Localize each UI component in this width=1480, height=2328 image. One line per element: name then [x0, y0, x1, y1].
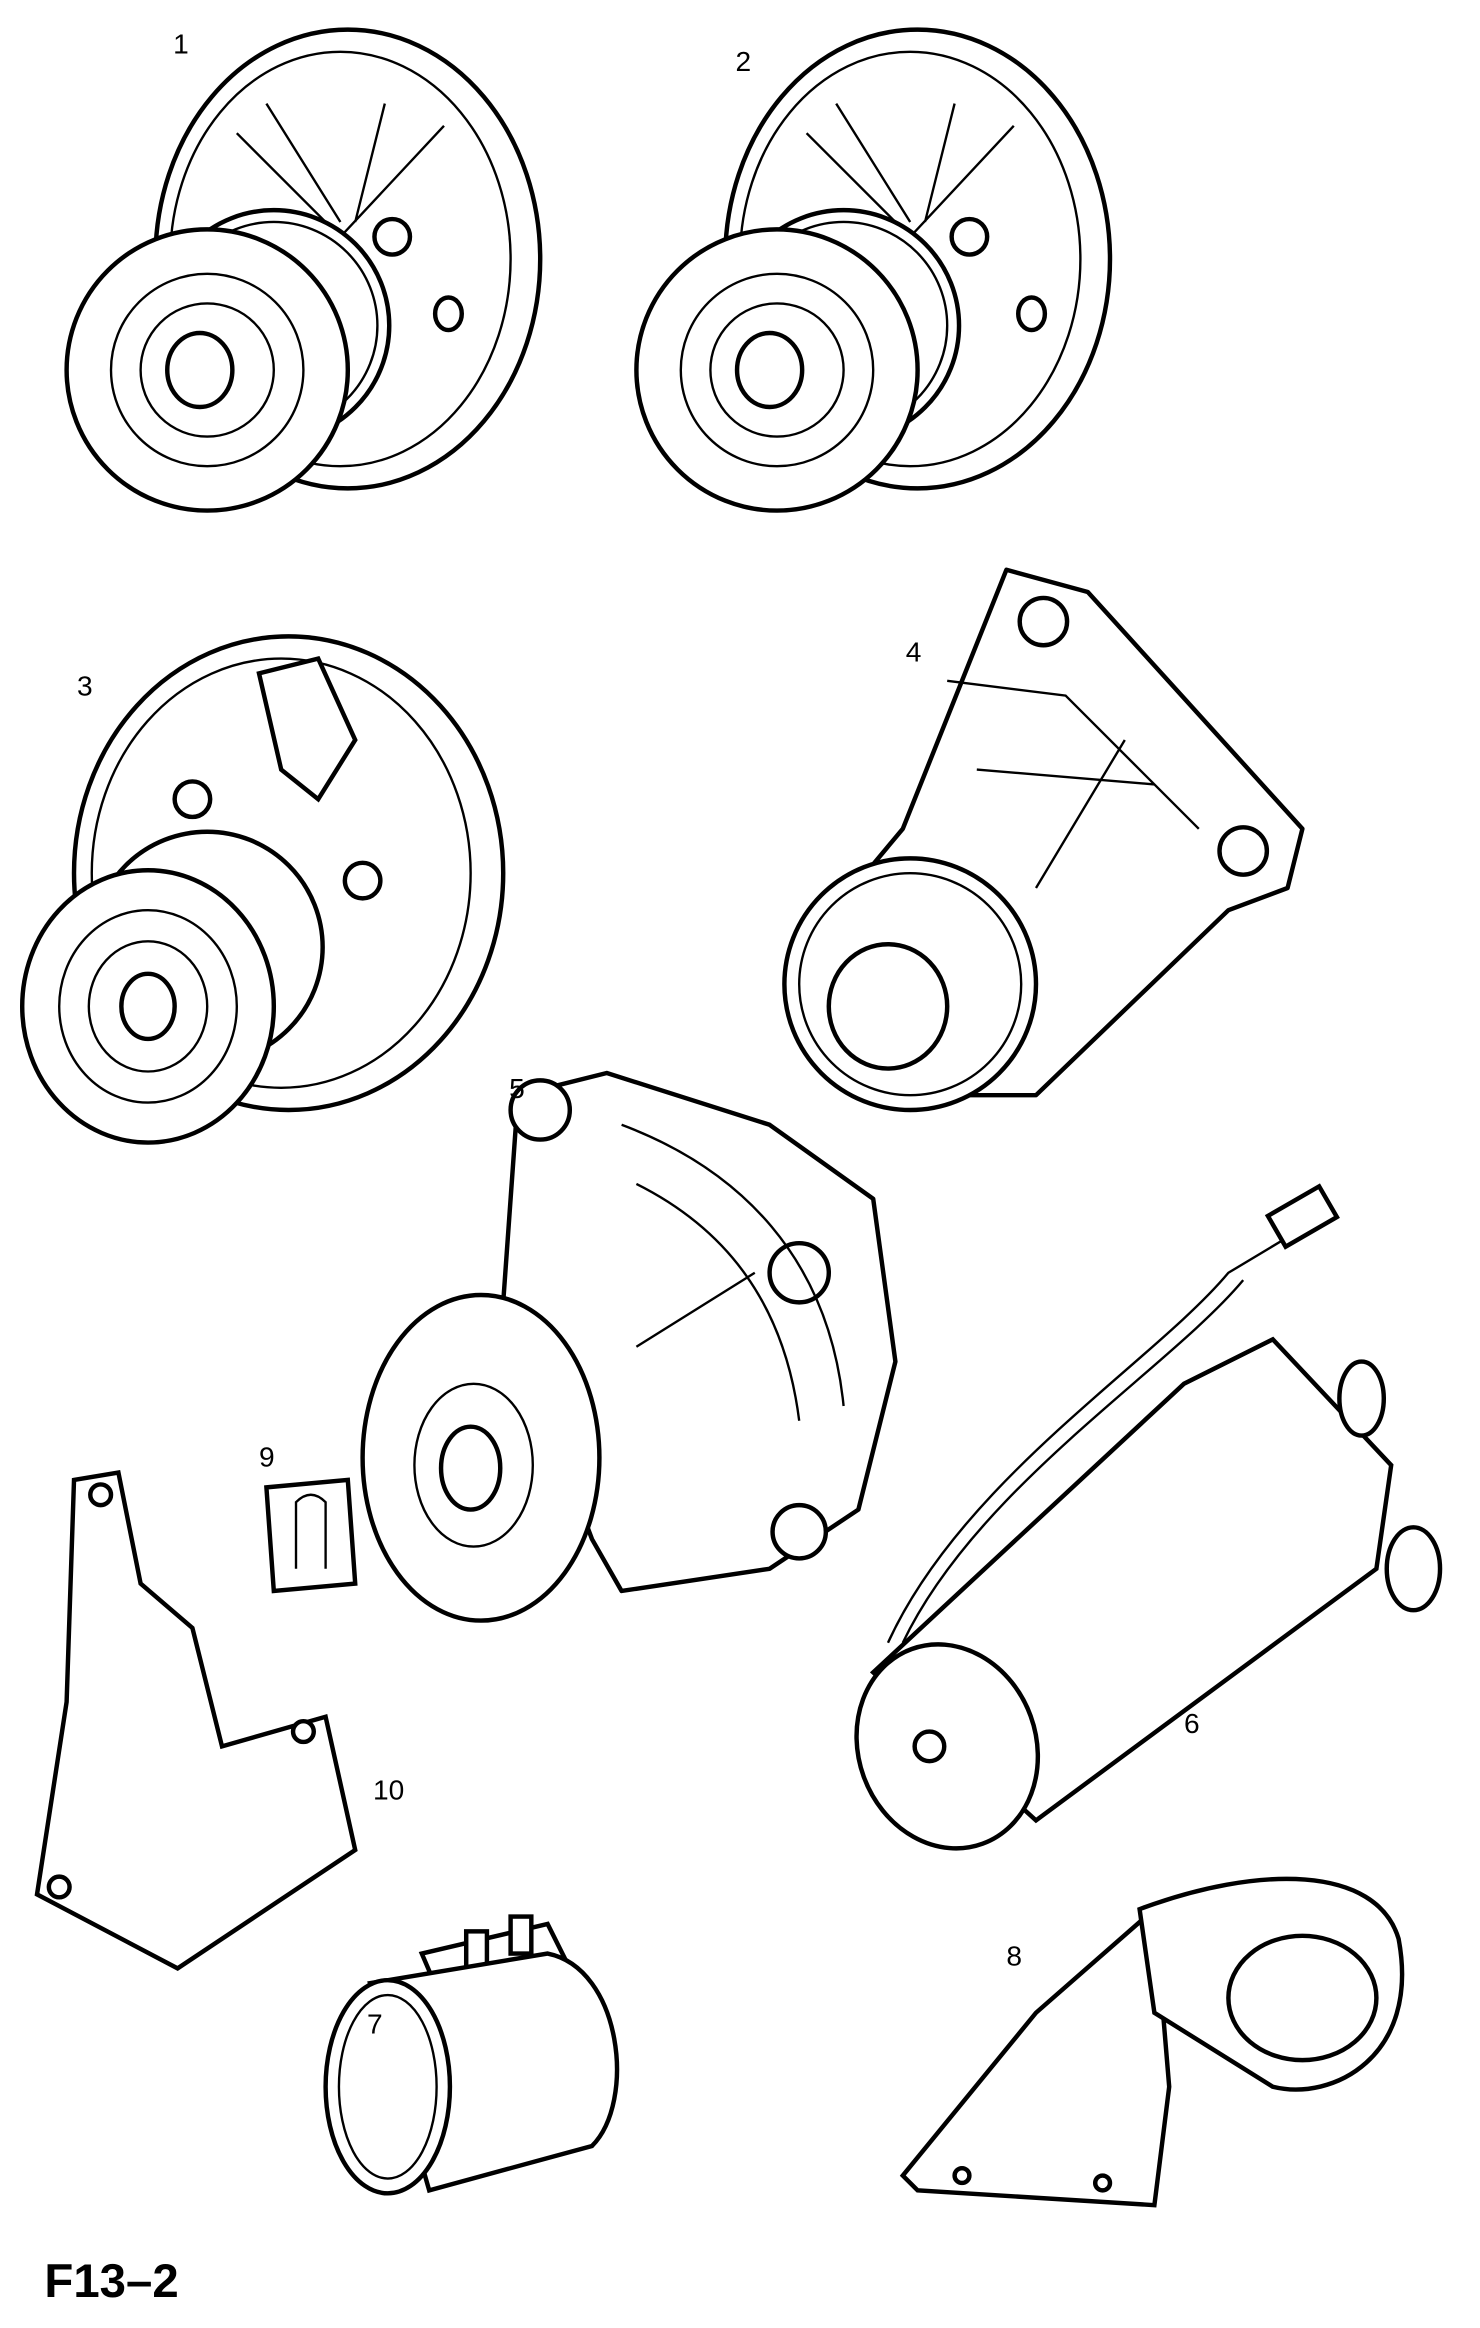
callout-3: 3 — [77, 671, 93, 702]
callout-8: 8 — [1006, 1940, 1022, 1971]
callout-1: 1 — [173, 28, 189, 59]
callout-5: 5 — [509, 1073, 525, 1104]
part-10-bracket-plate — [34, 1470, 358, 1971]
figure-id: F13–2 — [44, 2255, 178, 2308]
part-7-sleeve — [323, 1914, 620, 2196]
part-2-pulley-pump — [634, 27, 1113, 513]
part-9-clip — [264, 1477, 358, 1594]
part-1-pulley-pump — [64, 27, 543, 513]
part-5-flanged-pump — [360, 1070, 898, 1623]
part-8-mounting-bracket — [899, 1876, 1405, 2208]
callout-7: 7 — [367, 2008, 383, 2039]
part-6-electric-pump — [854, 1183, 1443, 1851]
callout-10: 10 — [373, 1775, 404, 1806]
callout-9: 9 — [259, 1442, 275, 1473]
part-3-pulley-pump — [19, 634, 506, 1145]
callout-6: 6 — [1184, 1708, 1200, 1739]
callout-4: 4 — [906, 637, 922, 668]
part-4-pump-housing — [782, 567, 1305, 1113]
callout-2: 2 — [736, 46, 752, 77]
